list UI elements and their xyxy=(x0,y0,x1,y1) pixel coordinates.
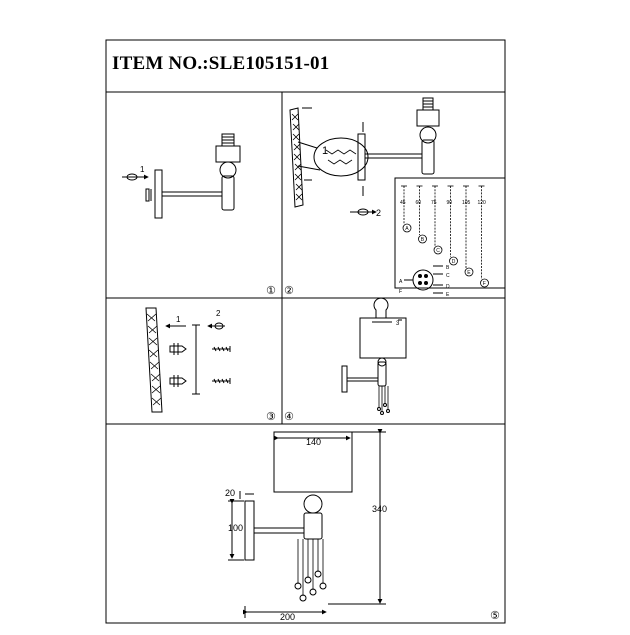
p4-shade-label: 3 xyxy=(396,321,400,327)
crystal-letter-E: E xyxy=(467,270,471,276)
p2-crystal-table xyxy=(394,177,506,289)
p2-socket-a: A xyxy=(399,279,403,285)
p2-socket-c: C xyxy=(446,273,450,279)
crystal-badge-B xyxy=(418,234,427,244)
p2-detail-label: 1 xyxy=(322,145,328,157)
p3-arrow1-label: 1 xyxy=(176,315,181,324)
p5-wall-plate xyxy=(244,500,255,561)
step-3-marker: ③ xyxy=(266,410,276,423)
p2-detail-circle xyxy=(313,137,369,177)
panel-5-drawing xyxy=(228,428,386,618)
crystal-badge-E xyxy=(464,267,474,277)
p2-socket-b: B xyxy=(446,265,450,271)
frame-grid xyxy=(105,39,506,624)
p5-dim-total-height-label: 340 xyxy=(372,504,387,514)
p2-wall-plate xyxy=(357,133,366,181)
p1-fitting xyxy=(221,175,235,211)
crystal-letter-C: C xyxy=(436,248,440,254)
p5-dim-projection-label: 200 xyxy=(280,612,295,622)
p2-socket-f: F xyxy=(399,289,402,295)
crystal-badge-C xyxy=(433,245,443,255)
p3-screw-bottom xyxy=(212,378,231,384)
step-2-marker: ② xyxy=(284,284,294,297)
p2-socket-diagram xyxy=(404,265,443,294)
p2-rotate-label: 2 xyxy=(376,208,381,218)
p3-arrow2-label: 2 xyxy=(216,309,221,318)
p4-crystals xyxy=(378,386,389,412)
p1-socket xyxy=(215,145,241,163)
p2-ball xyxy=(419,126,437,144)
outer-border xyxy=(105,39,506,624)
p5-dim-depth-label: 20 xyxy=(225,488,235,498)
step-5-marker: ⑤ xyxy=(490,609,500,622)
p1-screw xyxy=(145,188,150,202)
p2-socket xyxy=(416,109,440,127)
p5-dim-shade-width-label: 140 xyxy=(306,437,321,447)
p2-socket-e: E xyxy=(446,292,450,298)
crystal-badge-F xyxy=(480,278,489,288)
crystal-length-A: 45 xyxy=(400,200,406,206)
p4-bulb xyxy=(373,297,389,318)
panel-4-drawing xyxy=(341,297,407,415)
crystal-badge-A xyxy=(402,223,412,233)
p3-screw-top xyxy=(212,346,231,352)
crystal-length-B: 60 xyxy=(416,200,422,206)
panel-3-drawing xyxy=(145,307,231,413)
p5-fitting xyxy=(303,512,323,540)
p5-ball xyxy=(303,494,323,514)
crystal-letter-B: B xyxy=(421,237,425,243)
crystal-letter-F: F xyxy=(483,281,486,287)
crystal-letter-D: D xyxy=(452,259,456,265)
p4-wall-plate xyxy=(341,365,348,393)
p3-anchor-top xyxy=(169,343,187,355)
panel-2-drawing xyxy=(289,97,506,289)
p3-crystal-strip xyxy=(145,307,163,413)
p2-fitting xyxy=(421,139,435,175)
p5-shade xyxy=(273,431,353,493)
p5-dim-plate-height-label: 100 xyxy=(228,523,243,533)
step-1-marker: ① xyxy=(266,284,276,297)
crystal-letter-A: A xyxy=(405,226,409,232)
p2-socket-d: D xyxy=(446,284,450,290)
step-4-marker: ④ xyxy=(284,410,294,423)
item-number-title: ITEM NO.:SLE105151-01 xyxy=(112,53,330,74)
panel-1-drawing xyxy=(122,133,241,219)
p2-crystal-strip xyxy=(289,107,304,208)
p3-anchor-bottom xyxy=(169,375,187,387)
p5-crystals xyxy=(297,539,324,596)
p1-arrow-label: 1 xyxy=(140,165,145,174)
crystal-badge-D xyxy=(449,256,458,266)
crystal-length-D: 90 xyxy=(447,200,453,206)
p2-crystal-lengths: 45A60B75C90D105E120F xyxy=(400,185,489,288)
p1-wall-plate xyxy=(154,169,163,219)
crystal-length-C: 75 xyxy=(431,200,437,206)
